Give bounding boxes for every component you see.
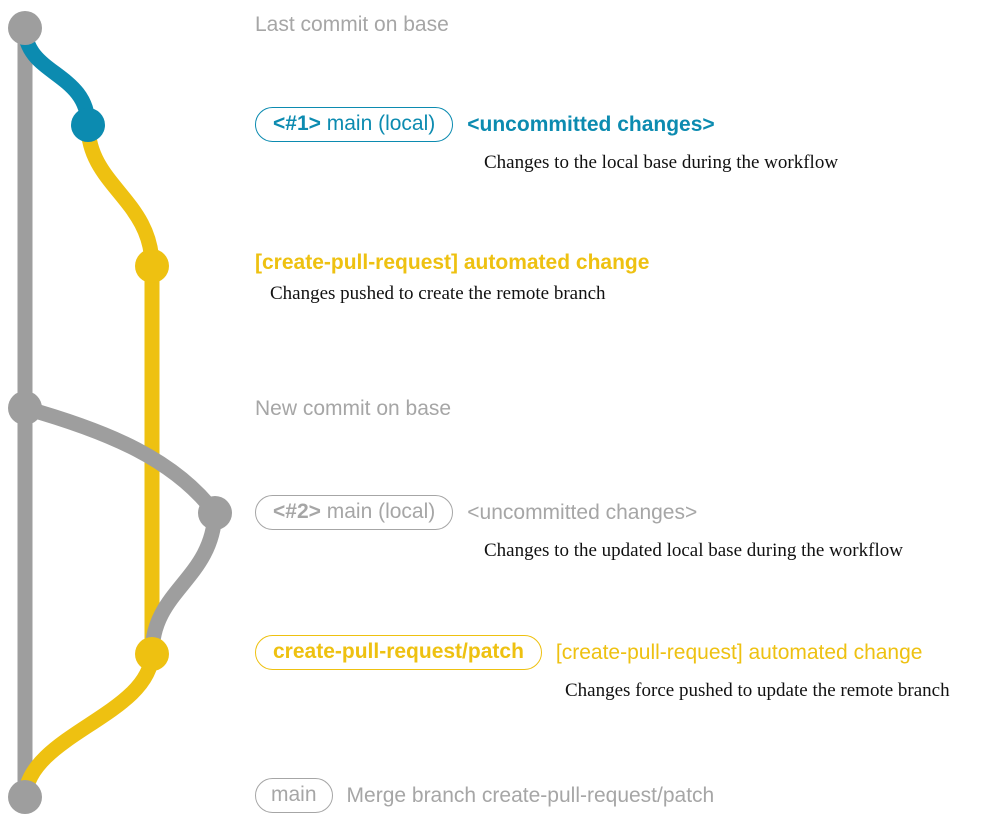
commit-subject: Last commit on base	[255, 13, 449, 36]
commit-note: Changes force pushed to update the remot…	[565, 680, 950, 701]
commit-note: Changes to the local base during the wor…	[484, 152, 839, 173]
commit-subject: New commit on base	[255, 397, 452, 420]
ref-badge-main[interactable]: main	[255, 778, 333, 813]
ref-badge-index: <#1>	[273, 112, 321, 135]
commit-subject: <uncommitted changes>	[467, 113, 715, 136]
commit-note: Changes pushed to create the remote bran…	[270, 283, 606, 304]
edge-local2-to-patch2	[144, 505, 223, 662]
commit-row-merge-commit: main Merge branch create-pull-request/pa…	[255, 778, 714, 813]
commit-subject: Merge branch create-pull-request/patch	[346, 784, 715, 807]
commit-node-local-2[interactable]	[198, 496, 232, 530]
commit-headline: Last commit on base	[255, 14, 449, 35]
commit-headline: <#1> main (local) <uncommitted changes>	[255, 107, 838, 142]
commit-node-patch-1[interactable]	[135, 249, 169, 283]
commit-headline: [create-pull-request] automated change	[255, 252, 649, 273]
ref-badge-create-pull-request-patch[interactable]: create-pull-request/patch	[255, 635, 542, 670]
commit-node-local-1[interactable]	[71, 108, 105, 142]
ref-badge-name: main (local)	[326, 500, 436, 523]
ref-badge-main-local-2[interactable]: <#2> main (local)	[255, 495, 454, 530]
commit-node-base-merge[interactable]	[8, 780, 42, 814]
commit-row-last-commit-on-base: Last commit on base	[255, 14, 449, 35]
ref-badge-index: <#2>	[273, 500, 321, 523]
commit-headline: create-pull-request/patch [create-pull-r…	[255, 635, 950, 670]
commit-note: Changes to the updated local base during…	[484, 540, 903, 561]
ref-badge-main-local-1[interactable]: <#1> main (local)	[255, 107, 454, 142]
commit-subject: <uncommitted changes>	[467, 501, 698, 524]
edge-patch2-to-merge	[17, 646, 160, 805]
ref-badge-name: create-pull-request/patch	[273, 640, 524, 663]
commit-row-patch-commit-1: [create-pull-request] automated change C…	[255, 252, 649, 303]
edge-basenew-to-local2	[17, 400, 223, 521]
commit-node-base-new[interactable]	[8, 391, 42, 425]
commit-node-base-last[interactable]	[8, 11, 42, 45]
commit-row-new-commit-on-base: New commit on base	[255, 398, 451, 419]
commit-headline: main Merge branch create-pull-request/pa…	[255, 778, 714, 813]
commit-headline: New commit on base	[255, 398, 451, 419]
commit-headline: <#2> main (local) <uncommitted changes>	[255, 495, 903, 530]
ref-badge-name: main (local)	[326, 112, 436, 135]
commit-row-local-commit-2: <#2> main (local) <uncommitted changes> …	[255, 495, 903, 560]
ref-badge-name: main	[271, 783, 317, 806]
commit-row-patch-commit-2: create-pull-request/patch [create-pull-r…	[255, 635, 950, 700]
commit-node-patch-2[interactable]	[135, 637, 169, 671]
commit-subject: [create-pull-request] automated change	[555, 641, 923, 664]
commit-subject: [create-pull-request] automated change	[255, 251, 650, 274]
edge-local1-to-patch1	[80, 117, 160, 274]
commit-row-local-commit-1: <#1> main (local) <uncommitted changes> …	[255, 107, 838, 172]
